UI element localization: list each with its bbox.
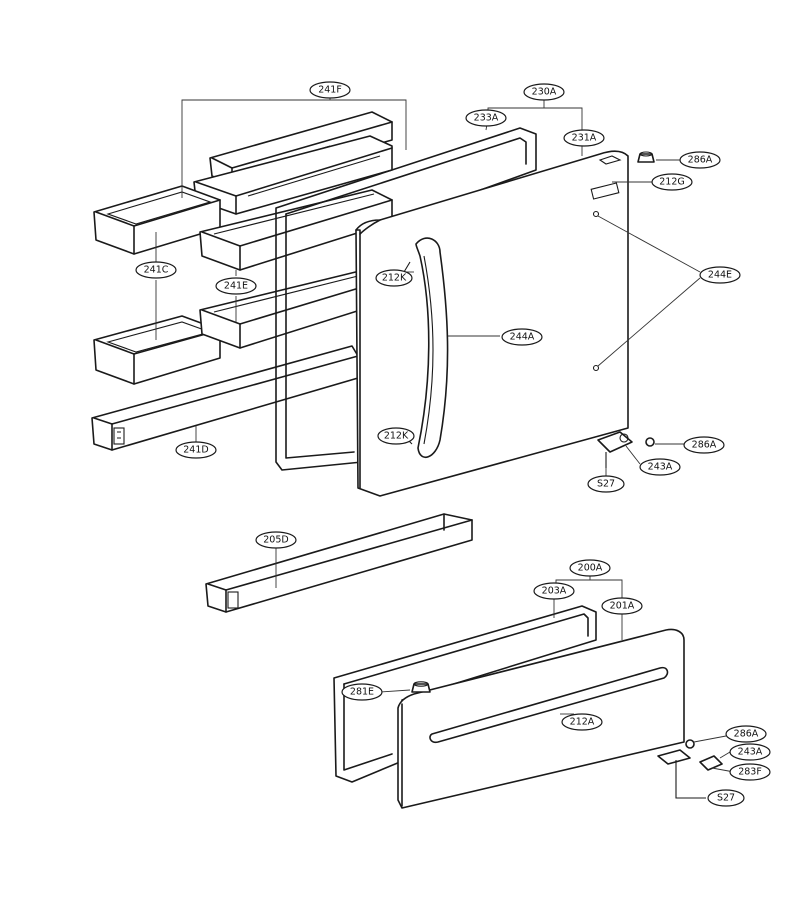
svg-text:233A: 233A: [474, 113, 499, 124]
svg-text:244A: 244A: [510, 332, 535, 343]
svg-text:230A: 230A: [532, 87, 557, 98]
callout-241C: 241C: [135, 261, 177, 279]
svg-text:241C: 241C: [144, 265, 169, 276]
bin-241E-upper: [199, 189, 393, 271]
svg-text:243A: 243A: [738, 747, 763, 758]
callout-203A: 203A: [533, 582, 575, 600]
svg-text:244E: 244E: [708, 270, 732, 281]
svg-text:243A: 243A: [648, 462, 673, 473]
callout-205D: 205D: [255, 531, 297, 549]
callout-243A-low: 243A: [729, 743, 771, 761]
callout-244A: 244A: [501, 328, 543, 346]
svg-text:S27: S27: [597, 479, 615, 490]
callout-286A-mid: 286A: [683, 436, 725, 454]
callout-200A: 200A: [569, 559, 611, 577]
callout-244E: 244E: [699, 266, 741, 284]
callout-230A: 230A: [523, 83, 565, 101]
svg-text:212K: 212K: [384, 431, 409, 442]
callout-231A: 231A: [563, 129, 605, 147]
svg-text:286A: 286A: [734, 729, 759, 740]
svg-text:S27: S27: [717, 793, 735, 804]
svg-text:283F: 283F: [738, 767, 762, 778]
svg-text:201A: 201A: [610, 601, 635, 612]
svg-text:212K: 212K: [382, 273, 407, 284]
svg-text:241F: 241F: [318, 85, 342, 96]
callout-212G: 212G: [651, 173, 693, 191]
svg-text:231A: 231A: [572, 133, 597, 144]
svg-text:286A: 286A: [692, 440, 717, 451]
callout-281E: 281E: [341, 683, 383, 701]
callout-286A-top: 286A: [679, 151, 721, 169]
callout-243A-mid: 243A: [639, 458, 681, 476]
hinge-243A-mid: [597, 431, 655, 468]
callout-S27-low: S27: [707, 789, 745, 807]
svg-text:281E: 281E: [350, 687, 374, 698]
callout-241F: 241F: [309, 81, 351, 99]
callout-212K-bottom: 212K: [377, 427, 415, 445]
svg-text:200A: 200A: [578, 563, 603, 574]
svg-text:241E: 241E: [224, 281, 248, 292]
cap-281E: [411, 681, 431, 693]
freezer-door-201A: [397, 628, 685, 809]
callout-S27-mid: S27: [587, 475, 625, 493]
callout-212A: 212A: [561, 713, 603, 731]
callout-201A: 201A: [601, 597, 643, 615]
svg-text:286A: 286A: [688, 155, 713, 166]
callout-286A-low: 286A: [725, 725, 767, 743]
callout-241D: 241D: [175, 441, 217, 459]
callout-283F: 283F: [729, 763, 771, 781]
fridge-door-231A: [355, 150, 629, 497]
svg-text:212G: 212G: [659, 177, 685, 188]
hinge-cap-286A-top: [637, 151, 655, 163]
svg-text:205D: 205D: [263, 535, 288, 546]
callout-233A: 233A: [465, 109, 507, 127]
bin-205D: [205, 513, 473, 613]
svg-text:241D: 241D: [183, 445, 208, 456]
callout-241E: 241E: [215, 277, 257, 295]
svg-text:212A: 212A: [570, 717, 595, 728]
callout-212K-top: 212K: [375, 269, 413, 287]
svg-text:203A: 203A: [542, 586, 567, 597]
hinge-assembly-lower: [657, 739, 723, 799]
